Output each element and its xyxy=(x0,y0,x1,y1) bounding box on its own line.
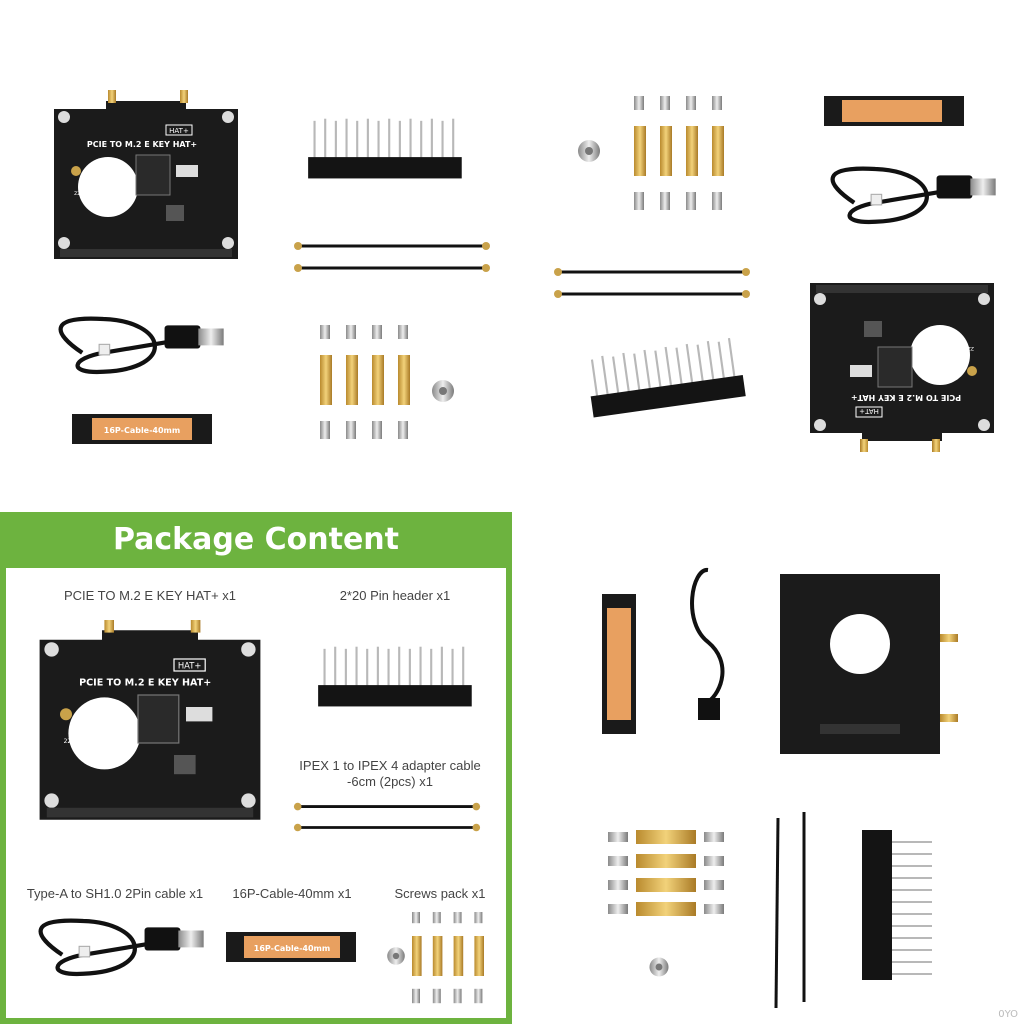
package-title: Package Content xyxy=(0,512,512,568)
package-items-art: 16P-Cable-40mm xyxy=(0,620,484,1004)
svg-text:16P-Cable-40mm: 16P-Cable-40mm xyxy=(254,944,330,953)
caption-hat: PCIE TO M.2 E KEY HAT+ x1 xyxy=(63,588,237,603)
watermark: 0YO xyxy=(998,1009,1018,1020)
package-content-panel: Package Content PCIE TO M.2 E KEY HAT+ x… xyxy=(0,512,512,1024)
photo-panel-top-right xyxy=(512,0,1024,512)
photo-top-left: 16P-Cable-40mm xyxy=(53,90,492,444)
caption-ffc: 16P-Cable-40mm x1 xyxy=(232,886,352,901)
svg-text:16P-Cable-40mm: 16P-Cable-40mm xyxy=(104,426,180,435)
package-border xyxy=(0,512,512,1024)
caption-usb-cable: Type-A to SH1.0 2Pin cable x1 xyxy=(26,886,204,901)
caption-ipex-line2: -6cm (2pcs) x1 xyxy=(347,774,433,789)
caption-pin-header: 2*20 Pin header x1 xyxy=(339,588,451,603)
caption-screws: Screws pack x1 xyxy=(394,886,486,901)
caption-ipex-line1: IPEX 1 to IPEX 4 adapter cable xyxy=(299,758,481,773)
photo-bottom-right xyxy=(602,568,958,1009)
photo-panel-top-left: 16P-Cable-40mm xyxy=(0,0,512,512)
photo-top-right xyxy=(552,96,1024,452)
photo-panel-bottom-right: 0YO xyxy=(512,512,1024,1024)
